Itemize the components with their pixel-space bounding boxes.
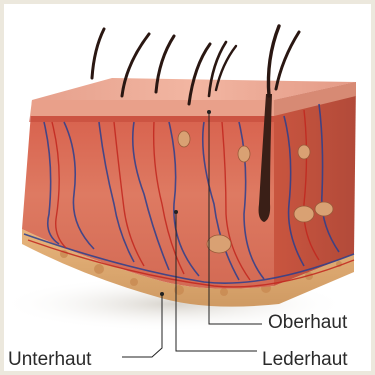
epidermis-front-band xyxy=(30,100,274,116)
label-unterhaut: Unterhaut xyxy=(8,350,91,369)
label-oberhaut: Oberhaut xyxy=(268,313,347,332)
label-lederhaut: Lederhaut xyxy=(262,350,348,369)
